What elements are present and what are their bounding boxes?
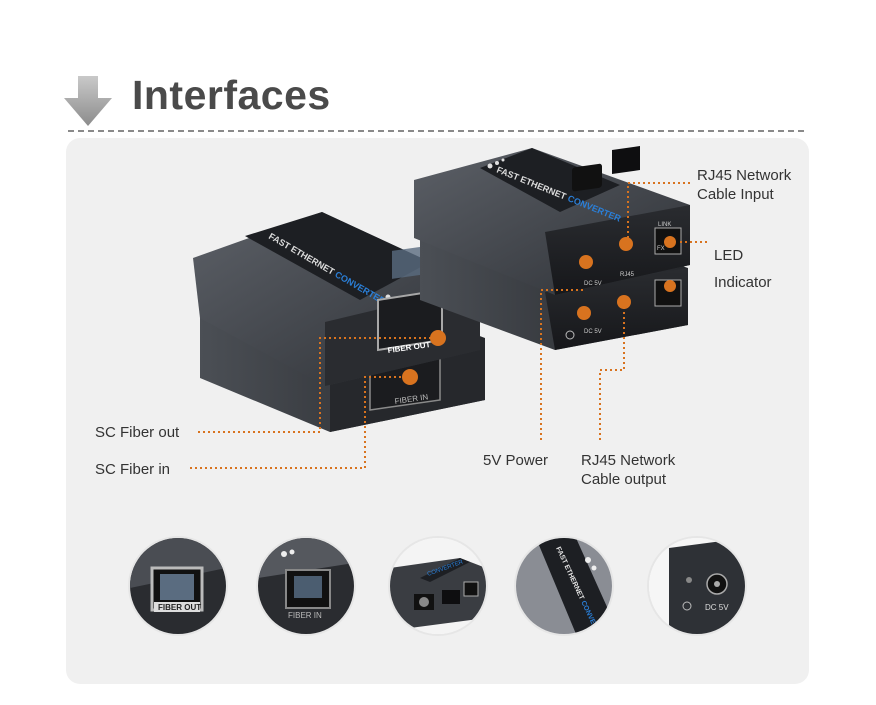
thumb-dc-label: DC 5V <box>705 603 729 612</box>
led-line1: LED <box>714 247 744 264</box>
thumb-fiber-out-label: FIBER OUT <box>158 603 201 612</box>
power-callout: 5V Power <box>483 452 549 469</box>
rj45-output-callout: RJ45 Network Cable output <box>581 451 675 489</box>
rj45-output-line2: Cable output <box>581 471 667 488</box>
sc-fiber-in-callout: SC Fiber in <box>95 461 171 478</box>
header-divider <box>68 130 804 132</box>
fx-label: FX <box>657 246 665 252</box>
page-title: Interfaces <box>132 72 331 118</box>
rj45-input-port <box>619 237 633 251</box>
thumbnail-power: DC 5V <box>649 538 745 634</box>
thumbnail-fiber-out: FIBER OUT <box>130 538 226 634</box>
left-converter-stack: FIBER IN FAST ETHERNET CONVERTER FIBER O… <box>193 212 485 432</box>
rj45-label: RJ45 <box>620 272 635 278</box>
thumbnail-fiber-in: FIBER IN <box>258 538 354 634</box>
dc-power-port-top <box>579 255 593 269</box>
thumb-fiber-in-label: FIBER IN <box>288 611 322 620</box>
thumbnail-ports: CONVERTER <box>390 538 486 634</box>
down-arrow-icon <box>64 76 112 126</box>
led-indicator <box>664 236 676 248</box>
rj45-input-callout: RJ45 Network Cable Input <box>697 166 791 204</box>
page-header: Interfaces <box>64 70 804 130</box>
rj45-input-line2: Cable Input <box>697 186 774 203</box>
led-callout: LED Indicator <box>714 242 772 296</box>
callout-lines <box>190 182 708 469</box>
dc-label-lower: DC 5V <box>584 329 602 335</box>
link-label: LINK <box>658 222 671 228</box>
sc-fiber-out-callout: SC Fiber out <box>95 424 180 441</box>
right-converter-stack: DC 5V FAST ETHERNET CONVERTER LINK FX DC… <box>414 146 690 350</box>
rj45-output-line1: RJ45 Network <box>581 452 676 469</box>
led-line2: Indicator <box>714 274 772 291</box>
dc-label-upper: DC 5V <box>584 281 602 287</box>
thumbnail-brand-label: FAST ETHERNET CONVERTER <box>516 538 612 634</box>
rj45-input-line1: RJ45 Network <box>697 167 792 184</box>
dc-power-port <box>577 306 591 320</box>
fiber-out-port <box>430 330 446 346</box>
